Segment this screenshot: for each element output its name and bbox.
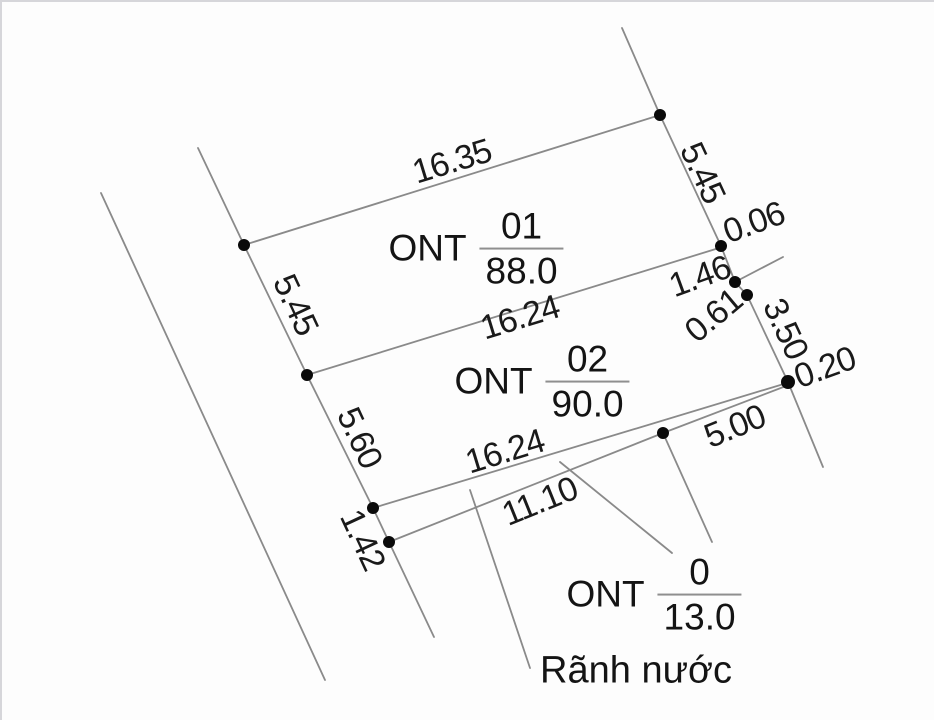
plot-label-0: ONT 0 13.0 (566, 551, 742, 639)
ditch-annotation: Rãnh nước (540, 649, 732, 692)
survey-point (654, 109, 666, 121)
plot-number: 01 (500, 205, 543, 247)
neighbor-branch-line (734, 256, 784, 283)
plot-number-area-fraction: 0 13.0 (657, 551, 742, 639)
road-edge-line (100, 192, 326, 681)
ditch-leader-line (469, 489, 531, 669)
plot-number-area-fraction: 01 88.0 (479, 205, 564, 293)
survey-point (741, 289, 753, 301)
survey-point (781, 375, 795, 389)
land-use-code: ONT (566, 574, 645, 615)
survey-point (367, 502, 379, 514)
plot-area: 88.0 (479, 248, 564, 292)
plot0-leader-left-line (559, 461, 673, 554)
land-use-code: ONT (388, 228, 467, 269)
plot-number-area-fraction: 02 90.0 (545, 338, 630, 426)
survey-point (238, 239, 250, 251)
survey-point (383, 536, 395, 548)
plot-number: 02 (566, 338, 609, 380)
plot-area: 13.0 (657, 594, 742, 638)
divider-plot01-02-line (306, 247, 720, 376)
plot-area: 90.0 (545, 381, 630, 425)
plot-label-02: ONT 02 90.0 (454, 338, 630, 426)
top-boundary-line (243, 114, 661, 246)
bottom-boundary-plot02-line (372, 382, 788, 509)
survey-point (657, 427, 669, 439)
survey-point (715, 240, 727, 252)
plot-label-01: ONT 01 88.0 (388, 205, 564, 293)
plot0-leader-right-line (662, 432, 713, 543)
left-boundary-line (197, 147, 435, 638)
plot-number: 0 (689, 551, 710, 593)
survey-point (729, 276, 741, 288)
survey-point (301, 369, 313, 381)
land-use-code: ONT (454, 361, 533, 402)
